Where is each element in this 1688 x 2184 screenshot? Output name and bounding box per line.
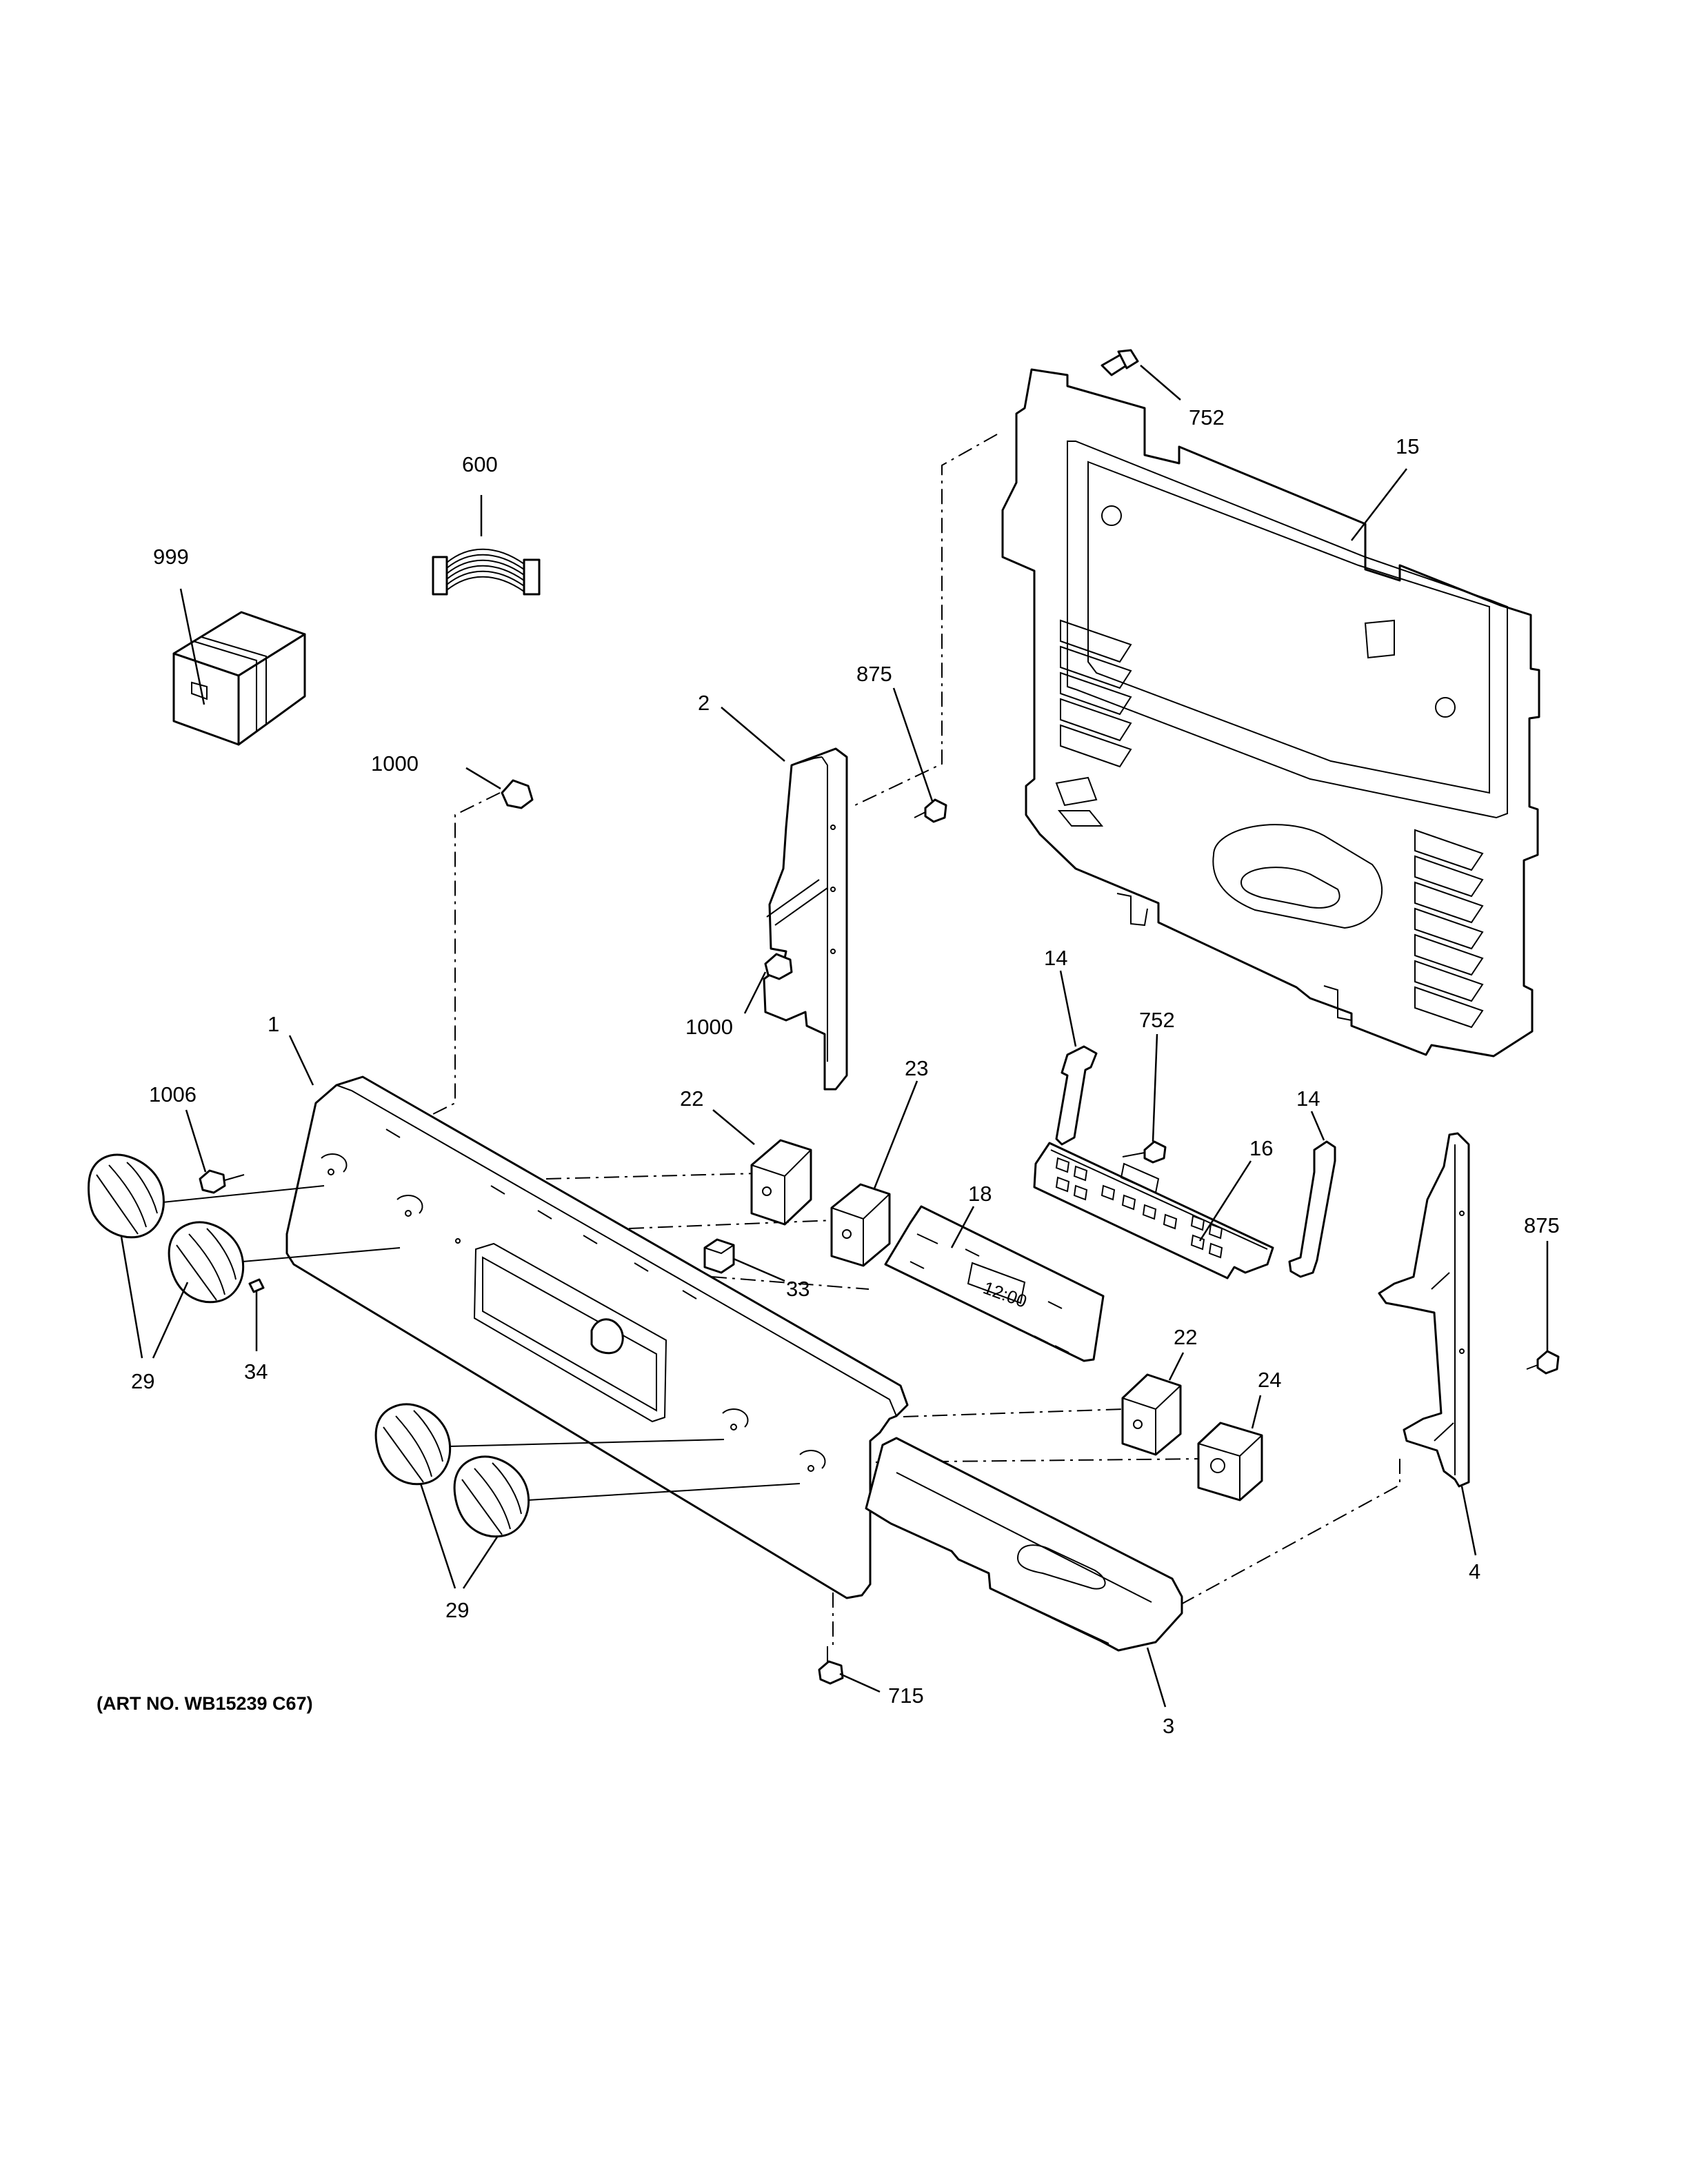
control-panel-1 — [285, 1075, 909, 1599]
back-panel-15 — [1001, 368, 1540, 1058]
screw-1000-mid — [764, 953, 793, 980]
bracket-14-right — [1288, 1140, 1336, 1278]
switch-23 — [830, 1183, 891, 1267]
switch-22-top — [750, 1139, 812, 1226]
pin-34 — [248, 1278, 265, 1293]
control-board-16 — [1033, 1142, 1274, 1280]
callout-16: 16 — [1249, 1136, 1273, 1160]
callout-18: 18 — [968, 1182, 992, 1206]
box-999 — [172, 611, 306, 746]
callout-14-right: 14 — [1296, 1086, 1320, 1111]
art-number: (ART NO. WB15239 C67) — [97, 1693, 313, 1714]
callout-33: 33 — [786, 1277, 810, 1301]
callout-752-top: 752 — [1189, 405, 1225, 429]
screw-875-right — [1526, 1350, 1560, 1375]
knob-29-d — [453, 1455, 530, 1538]
bracket-14-left — [1055, 1045, 1098, 1146]
callout-22-top: 22 — [680, 1086, 703, 1111]
callout-23: 23 — [905, 1056, 928, 1080]
callout-24: 24 — [1258, 1368, 1281, 1392]
knob-29-b — [168, 1221, 245, 1304]
panel-vent-slots-right — [1414, 829, 1484, 1029]
screw-715 — [818, 1646, 844, 1685]
side-trim-2 — [763, 747, 848, 1091]
callouts: 752 15 600 999 875 2 1000 1000 1 1006 14… — [131, 405, 1560, 1738]
overlay-18: 12:00 — [884, 1205, 1105, 1362]
screw-1006 — [199, 1169, 245, 1194]
knob-shaft-lines — [162, 1185, 801, 1501]
screw-752-top — [1101, 349, 1139, 376]
callout-999: 999 — [153, 545, 189, 569]
callout-875-right: 875 — [1524, 1213, 1560, 1237]
callout-29-bottom: 29 — [445, 1598, 469, 1622]
wire-harness-600 — [432, 548, 541, 596]
callout-715: 715 — [888, 1684, 924, 1708]
callout-14-left: 14 — [1044, 946, 1067, 970]
bottom-trim-3 — [865, 1437, 1183, 1652]
side-trim-4 — [1378, 1132, 1470, 1488]
knob-29-c — [374, 1403, 452, 1486]
knob-29-a — [88, 1153, 165, 1239]
callout-1006: 1006 — [149, 1082, 197, 1106]
switch-33 — [703, 1238, 735, 1274]
callout-875-top: 875 — [856, 662, 892, 686]
callout-1000-top: 1000 — [371, 751, 419, 776]
callout-4: 4 — [1469, 1559, 1480, 1584]
screw-752-mid — [1122, 1140, 1167, 1164]
callout-29-left: 29 — [131, 1369, 154, 1393]
switch-24 — [1197, 1422, 1263, 1502]
leader-lines — [120, 365, 1549, 1708]
panel-vent-slots-left — [1060, 619, 1132, 768]
callout-3: 3 — [1163, 1714, 1174, 1738]
screw-1000-top — [501, 779, 534, 809]
callout-752-mid: 752 — [1139, 1008, 1175, 1032]
callout-22-bottom: 22 — [1174, 1325, 1197, 1349]
switch-22-bottom — [1121, 1373, 1182, 1456]
callout-34: 34 — [244, 1359, 268, 1384]
callout-15: 15 — [1396, 434, 1419, 458]
callout-1000-mid: 1000 — [685, 1015, 733, 1039]
callout-1: 1 — [268, 1012, 279, 1036]
screw-875-top — [914, 798, 947, 823]
callout-600: 600 — [462, 452, 498, 476]
callout-2: 2 — [698, 691, 710, 715]
